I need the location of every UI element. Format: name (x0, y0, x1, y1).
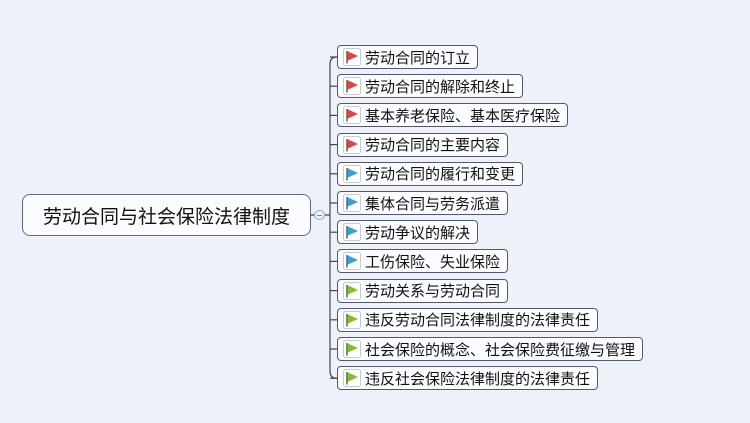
central-topic-label: 劳动合同与社会保险法律制度 (42, 205, 290, 228)
branch-topic[interactable]: 工伤保险、失业保险 (337, 249, 509, 274)
red-flag-icon (343, 48, 361, 66)
red-flag-icon (343, 106, 361, 125)
green-flag-icon (343, 369, 361, 388)
red-flag-icon (343, 135, 361, 154)
blue-flag-icon (343, 194, 361, 212)
red-flag-icon (343, 77, 361, 96)
branch-topic[interactable]: 违反劳动合同法律制度的法律责任 (337, 307, 599, 332)
branch-topic[interactable]: 社会保险的概念、社会保险费征缴与管理 (337, 337, 644, 361)
branch-topic-label: 社会保险的概念、社会保险费征缴与管理 (365, 340, 636, 359)
branch-topic-label: 基本养老保险、基本医疗保险 (365, 106, 561, 125)
blue-flag-icon (343, 252, 361, 271)
branch-topic[interactable]: 劳动合同的履行和变更 (337, 161, 524, 186)
branch-topic[interactable]: 劳动关系与劳动合同 (337, 278, 509, 303)
green-flag-icon (343, 340, 361, 358)
branch-topic-label: 劳动关系与劳动合同 (365, 282, 501, 301)
branch-topic-label: 劳动合同的解除和终止 (365, 77, 516, 96)
branch-topic-label: 劳动合同的主要内容 (365, 136, 501, 155)
branch-topic[interactable]: 劳动合同的订立 (337, 45, 479, 69)
branch-topic-label: 违反劳动合同法律制度的法律责任 (365, 311, 591, 330)
collapse-toggle-icon[interactable] (314, 210, 325, 220)
blue-flag-icon (343, 164, 361, 183)
central-topic[interactable]: 劳动合同与社会保险法律制度 (22, 194, 311, 236)
connector-trunk-line (329, 56, 338, 379)
branch-topic[interactable]: 劳动合同的解除和终止 (337, 74, 524, 99)
branch-topic[interactable]: 劳动合同的主要内容 (337, 132, 509, 157)
branch-topic-label: 劳动合同的履行和变更 (365, 165, 516, 184)
blue-flag-icon (343, 223, 361, 242)
green-flag-icon (343, 310, 361, 329)
green-flag-icon (343, 281, 361, 300)
branch-topic-label: 劳动争议的解决 (365, 223, 471, 242)
branch-topic-label: 劳动合同的订立 (365, 48, 471, 67)
branch-topic[interactable]: 集体合同与劳务派遣 (337, 191, 509, 215)
branch-topic[interactable]: 基本养老保险、基本医疗保险 (337, 103, 569, 128)
branch-topic[interactable]: 违反社会保险法律制度的法律责任 (337, 366, 599, 391)
branch-topic-label: 集体合同与劳务派遣 (365, 194, 501, 213)
branch-topic-label: 工伤保险、失业保险 (365, 252, 501, 271)
branch-topic-label: 违反社会保险法律制度的法律责任 (365, 369, 591, 388)
branch-topic[interactable]: 劳动争议的解决 (337, 220, 479, 245)
